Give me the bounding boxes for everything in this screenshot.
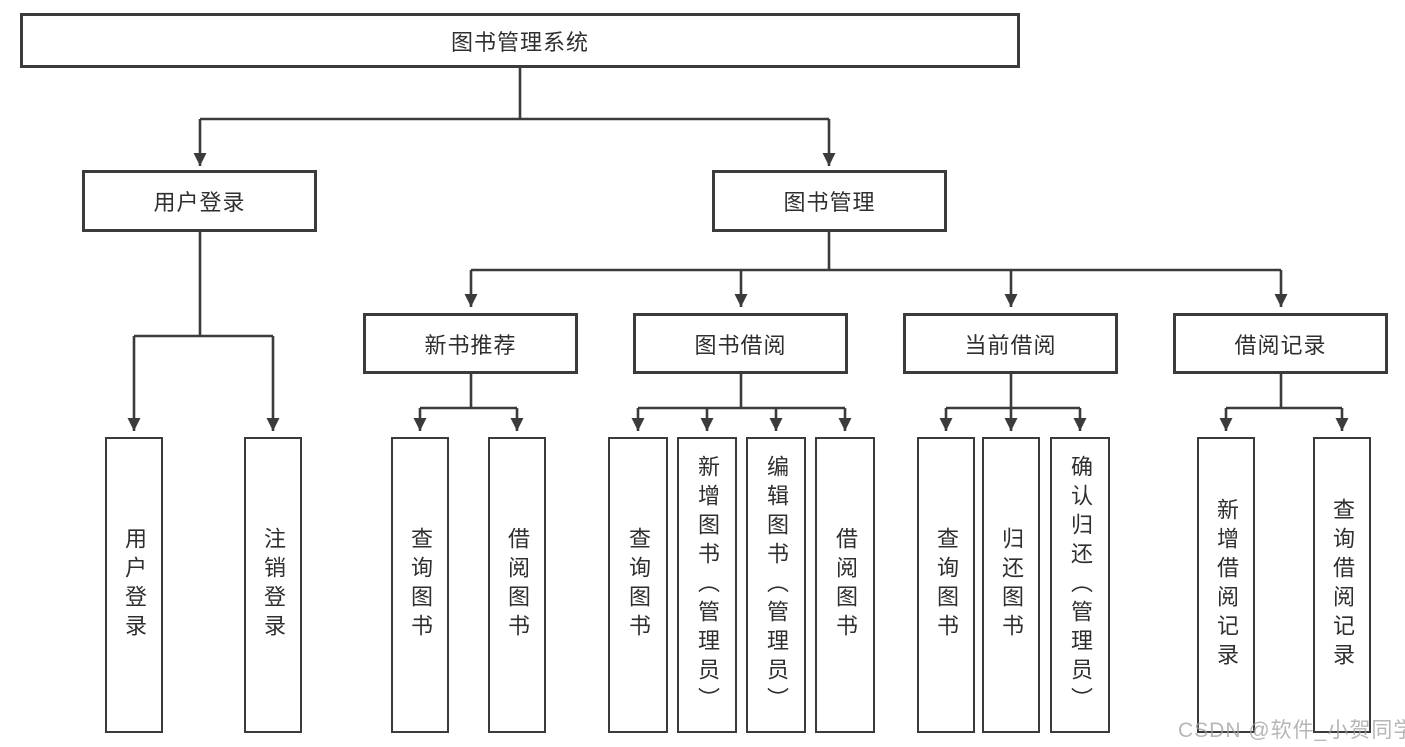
node-label: 借阅图书 xyxy=(505,527,530,643)
node-library-system: 图书管理系统 xyxy=(20,13,1020,68)
node-label: 查询图书 xyxy=(934,527,959,643)
node-label: 图书管理系统 xyxy=(450,29,589,55)
node-book-management: 图书管理 xyxy=(712,170,947,232)
node-label: 查询图书 xyxy=(408,527,433,643)
leaf-query-books-borrow: 查询图书 xyxy=(608,437,668,733)
leaf-user-login: 用户登录 xyxy=(105,437,163,733)
leaf-edit-book-admin: 编辑图书（管理员） xyxy=(746,437,806,733)
node-label: 图书借阅 xyxy=(694,332,787,358)
node-label: 归还图书 xyxy=(999,527,1024,643)
node-label: 用户登录 xyxy=(122,527,147,643)
node-borrowing-records: 借阅记录 xyxy=(1173,313,1388,374)
leaf-add-book-admin: 新增图书（管理员） xyxy=(677,437,737,733)
node-label: 借阅图书 xyxy=(833,527,858,643)
node-label: 新增借阅记录 xyxy=(1214,498,1239,672)
node-label: 确认归还（管理员） xyxy=(1068,454,1093,716)
leaf-query-books-current: 查询图书 xyxy=(917,437,975,733)
node-label: 编辑图书（管理员） xyxy=(764,454,789,716)
leaf-confirm-return-admin: 确认归还（管理员） xyxy=(1050,437,1110,733)
node-current-borrowing: 当前借阅 xyxy=(903,313,1118,374)
node-label: 借阅记录 xyxy=(1234,332,1327,358)
leaf-logout: 注销登录 xyxy=(244,437,302,733)
leaf-add-borrow-record: 新增借阅记录 xyxy=(1197,437,1255,733)
node-label: 用户登录 xyxy=(153,190,246,215)
node-book-borrowing: 图书借阅 xyxy=(633,313,848,374)
leaf-borrow-books-recommend: 借阅图书 xyxy=(488,437,546,733)
node-label: 查询图书 xyxy=(626,527,651,643)
node-label: 新增图书（管理员） xyxy=(695,454,720,716)
node-label: 新书推荐 xyxy=(424,332,517,358)
node-label: 图书管理 xyxy=(783,190,876,215)
csdn-watermark: CSDN @软件_小贺同学 xyxy=(1178,719,1405,742)
node-new-book-recommendation: 新书推荐 xyxy=(363,313,578,374)
node-label: 当前借阅 xyxy=(964,332,1057,358)
node-user-login: 用户登录 xyxy=(82,170,317,232)
leaf-return-book: 归还图书 xyxy=(982,437,1040,733)
leaf-query-books-recommend: 查询图书 xyxy=(391,437,449,733)
leaf-borrow-books: 借阅图书 xyxy=(815,437,875,733)
node-label: 查询借阅记录 xyxy=(1330,498,1355,672)
leaf-query-borrow-record: 查询借阅记录 xyxy=(1313,437,1371,733)
node-label: 注销登录 xyxy=(261,527,286,643)
